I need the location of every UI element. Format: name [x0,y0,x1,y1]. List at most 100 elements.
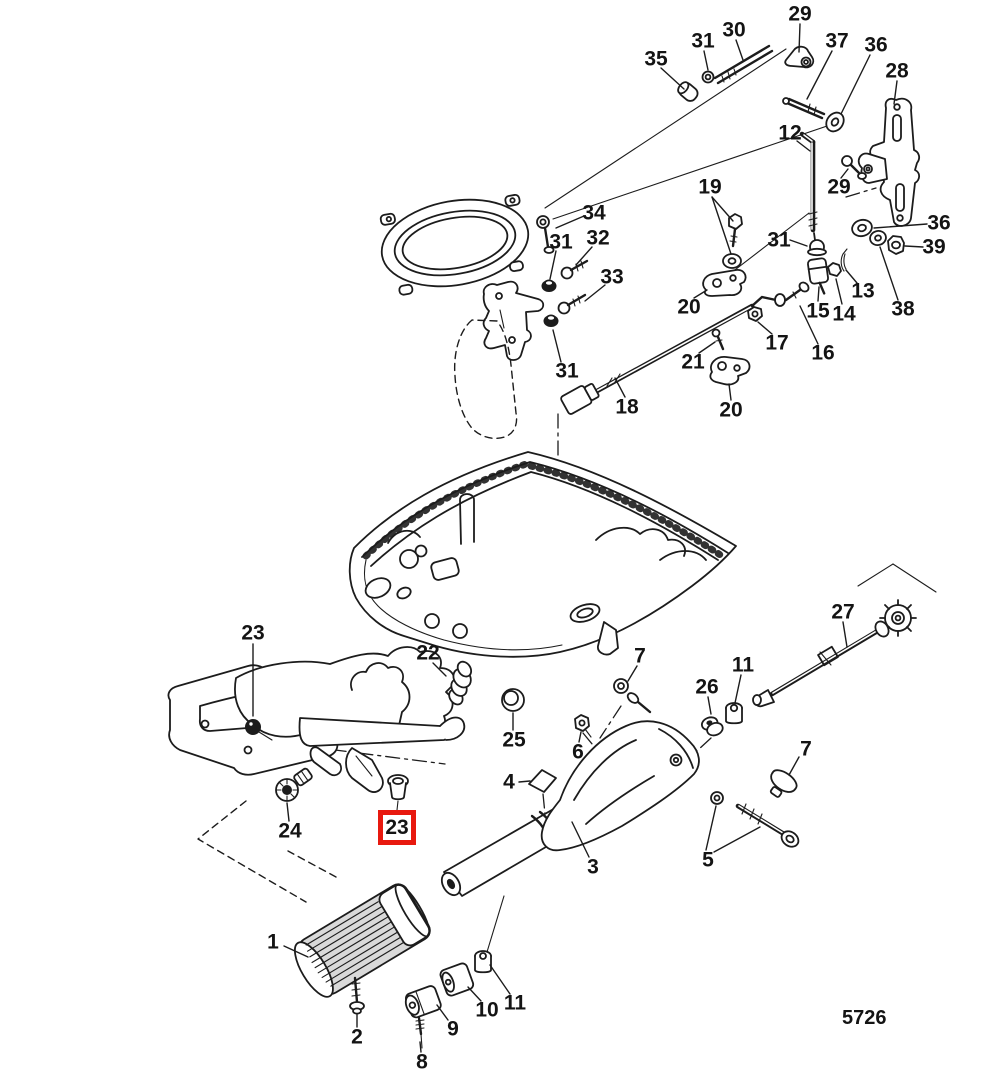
part-callout: 12 [778,121,802,145]
tiller-handle-assembly [294,678,800,1015]
part-callout: 10 [475,998,499,1022]
part-callout: 3 [587,855,599,879]
part-callout: 31 [767,228,791,252]
part-callout: 37 [825,29,849,53]
screw-34 [536,215,555,254]
part-callout: 15 [806,299,830,323]
part-callout: 31 [549,230,573,254]
part-callout: 1 [267,930,279,954]
part-callout: 6 [572,740,584,764]
bolt-33 [557,293,587,315]
cable-clamp-20-top [702,269,747,297]
part-callout: 30 [722,18,746,42]
bushing-35 [677,81,699,102]
bushing-23-lower [387,774,409,801]
part-callout: 20 [677,295,701,319]
part-callout: 29 [788,2,812,26]
starter-mount-ring [379,193,589,439]
part-callout: 22 [416,641,440,665]
nut-11-lower [474,950,492,974]
rod-12 [799,131,818,233]
highlighted-callout-23[interactable]: 23 [378,810,416,845]
screw-21 [711,328,725,351]
nut-14 [827,262,842,277]
part-callout: 14 [832,302,856,326]
part-callout: 36 [927,211,951,235]
bolt-32 [560,259,589,280]
part-callout: 35 [644,47,668,71]
part-callout: 13 [851,279,875,303]
bushing-22 [448,660,473,706]
part-callout: 7 [800,737,812,761]
screw-2 [349,976,365,1015]
part-callout: 20 [719,398,743,422]
part-callout: 8 [416,1050,428,1074]
part-callout: 31 [555,359,579,383]
part-callout: 2 [351,1025,363,1049]
cable-clamp-20-bottom [709,356,751,386]
knob-7-right [769,769,798,798]
washer-38 [869,230,887,246]
figure-number: 5726 [842,1007,887,1029]
part-callout: 5 [702,848,714,872]
grip-1 [294,883,431,998]
screw-8 [415,1016,425,1049]
screw-16 [784,281,810,302]
part-callout: 21 [681,350,705,374]
bolt-5 [710,791,800,848]
washer-36-right [851,218,873,238]
nut-39 [887,235,905,255]
part-callout: 33 [600,265,624,289]
fitting-9 [404,985,442,1019]
part-callout: 23 [241,621,265,645]
callout-leader-lines [252,23,928,1053]
nut-17 [747,306,763,322]
throttle-linkage-group [560,44,921,415]
grommet-31-upper [541,279,557,292]
part-callout: 7 [634,644,646,668]
part-callout: 32 [586,226,610,250]
part-callout: 24 [278,819,302,843]
part-callout: 18 [615,395,639,419]
steering-bracket-assembly [167,646,525,802]
nut-6 [574,714,592,738]
bolt-19 [722,213,743,269]
part-callout: 28 [885,59,909,83]
throttle-cable-27 [752,599,917,708]
bracket-28 [857,97,921,227]
nut-11-upper [725,702,743,725]
ring-bracket [482,280,545,361]
part-callout: 29 [827,175,851,199]
bottom-hardware [404,950,492,1049]
grommet-31-lower [543,314,559,327]
ball-joint-31-right [807,232,827,257]
part-callout: 25 [502,728,526,752]
screw-7-top [613,678,652,714]
part-callout: 34 [582,201,606,225]
ball-25 [501,688,525,712]
part-callout: 26 [695,675,719,699]
nut-31-top [701,70,715,84]
bushing-10 [439,962,475,997]
key-4 [528,769,557,793]
part-callout: 4 [503,770,515,794]
part-callout: 19 [698,175,722,199]
part-callout: 31 [691,29,715,53]
part-callout: 39 [922,235,946,259]
part-callout: 38 [891,297,915,321]
part-callout: 11 [731,653,755,677]
cotter-pin-13 [840,248,848,272]
washer-36-top [825,111,845,133]
part-callout: 16 [811,341,835,365]
screw-29-mid [841,155,867,180]
connector-15 [807,257,829,295]
part-callout: 9 [447,1017,459,1041]
part-callout: 11 [503,991,527,1015]
part-callout: 27 [831,600,855,624]
cable-gear-end [874,599,917,638]
tiller-arm-3 [540,720,700,852]
grommet-26 [700,716,724,737]
part-callout: 17 [765,331,789,355]
